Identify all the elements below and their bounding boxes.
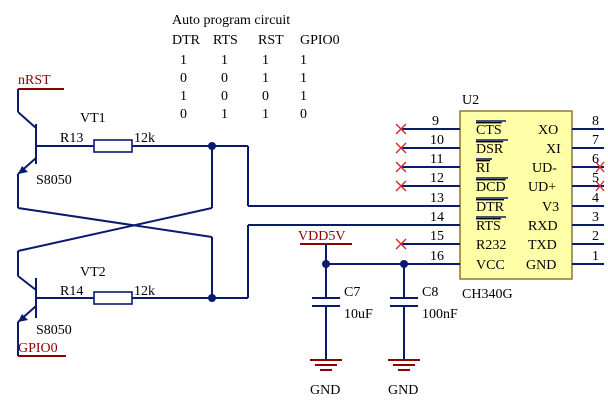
pin-number: 16: [430, 249, 444, 264]
pin-number: 9: [432, 114, 439, 129]
pin-name-ud-minus: UD-: [532, 161, 557, 176]
capacitor-c8: C8 100nF: [390, 264, 458, 360]
table-cell: 1: [300, 71, 307, 86]
transistor-vt1: VT1 S8050: [17, 89, 106, 196]
pin-name-xi: XI: [546, 142, 561, 157]
pin-number: 2: [592, 229, 599, 244]
pin-name-vcc: VCC: [476, 258, 505, 273]
vt2-ref: VT2: [80, 265, 106, 280]
pin-name-ud-plus: UD+: [528, 180, 556, 195]
chip-part: CH340G: [462, 287, 513, 302]
table-cell: 0: [180, 107, 187, 122]
table-cell: 0: [300, 107, 307, 122]
table-cell: 0: [221, 89, 228, 104]
pin-name-rts: RTS: [476, 219, 501, 234]
c8-value: 100nF: [422, 307, 458, 322]
vdd-label: VDD5V: [298, 229, 345, 244]
c7-value: 10uF: [344, 307, 373, 322]
table-cell: 1: [262, 53, 269, 68]
pin-name-rxd: RXD: [528, 219, 558, 234]
pin-name-gnd: GND: [526, 258, 556, 273]
chip-ref: U2: [462, 93, 479, 108]
nrst-label: nRST: [18, 73, 51, 88]
table-cell: 1: [262, 107, 269, 122]
table-cell: 1: [300, 89, 307, 104]
gpio0-net: GPIO0: [18, 341, 66, 357]
table-cell: 1: [262, 71, 269, 86]
r14-ref: R14: [60, 284, 83, 299]
chip-u2: U2 CH340G 9 10 1: [395, 93, 605, 302]
r14-value: 12k: [134, 284, 155, 299]
gpio0-label: GPIO0: [18, 341, 58, 356]
pin-name-cts: CTS: [476, 123, 502, 138]
table-cell: 0: [180, 71, 187, 86]
ground-symbol-c7: GND: [310, 359, 342, 398]
resistor-r14: R14 12k: [60, 284, 248, 305]
pin-number: 10: [430, 133, 444, 148]
capacitor-c7: C7 10uF: [312, 264, 373, 360]
pin-number: 14: [430, 210, 444, 225]
pin-number: 7: [592, 133, 599, 148]
junction-dot: [208, 142, 216, 150]
nrst-net: nRST: [18, 73, 64, 90]
pin-number: 8: [592, 114, 599, 129]
r13-ref: R13: [60, 131, 83, 146]
pin-number: 5: [592, 171, 599, 186]
pin-number: 4: [592, 191, 599, 206]
no-connect-marks: [395, 123, 605, 250]
pin-name-ri: RI: [476, 161, 490, 176]
ground-symbol-c8: GND: [388, 359, 420, 398]
vdd-rail: VDD5V: [298, 229, 460, 268]
gnd-label: GND: [310, 383, 340, 398]
vt2-part: S8050: [36, 323, 72, 338]
table-header-rts: RTS: [213, 33, 238, 48]
r13-value: 12k: [134, 131, 155, 146]
pin-name-txd: TXD: [528, 238, 557, 253]
table-cell: 1: [180, 53, 187, 68]
table-header-rst: RST: [258, 33, 284, 48]
pin-number: 12: [430, 171, 444, 186]
pin-number: 3: [592, 210, 599, 225]
pin-name-dsr: DSR: [476, 142, 504, 157]
table-cell: 0: [262, 89, 269, 104]
pin-name-v3: V3: [542, 200, 559, 215]
table-header-gpio0: GPIO0: [300, 33, 340, 48]
truth-table: Auto program circuit DTR RTS RST GPIO0 1…: [172, 13, 340, 122]
gnd-label: GND: [388, 383, 418, 398]
table-cell: 1: [221, 107, 228, 122]
vt1-ref: VT1: [80, 111, 106, 126]
table-cell: 1: [180, 89, 187, 104]
table-title: Auto program circuit: [172, 13, 290, 28]
pin-name-dcd: DCD: [476, 180, 506, 195]
transistor-vt2: VT2 S8050: [17, 251, 106, 356]
pin-number: 15: [430, 229, 444, 244]
vt1-part: S8050: [36, 173, 72, 188]
pin-number: 6: [592, 152, 599, 167]
pin-number: 1: [592, 249, 599, 264]
pin-number: 13: [430, 191, 444, 206]
resistor-r13: R13 12k: [60, 131, 248, 153]
pin-name-xo: XO: [538, 123, 558, 138]
pin-number: 11: [430, 152, 443, 167]
pin-name-r232: R232: [476, 238, 506, 253]
table-cell: 0: [221, 71, 228, 86]
c8-ref: C8: [422, 285, 438, 300]
table-header-dtr: DTR: [172, 33, 201, 48]
c7-ref: C7: [344, 285, 360, 300]
table-cell: 1: [300, 53, 307, 68]
pin-name-dtr: DTR: [476, 200, 505, 215]
table-cell: 1: [221, 53, 228, 68]
